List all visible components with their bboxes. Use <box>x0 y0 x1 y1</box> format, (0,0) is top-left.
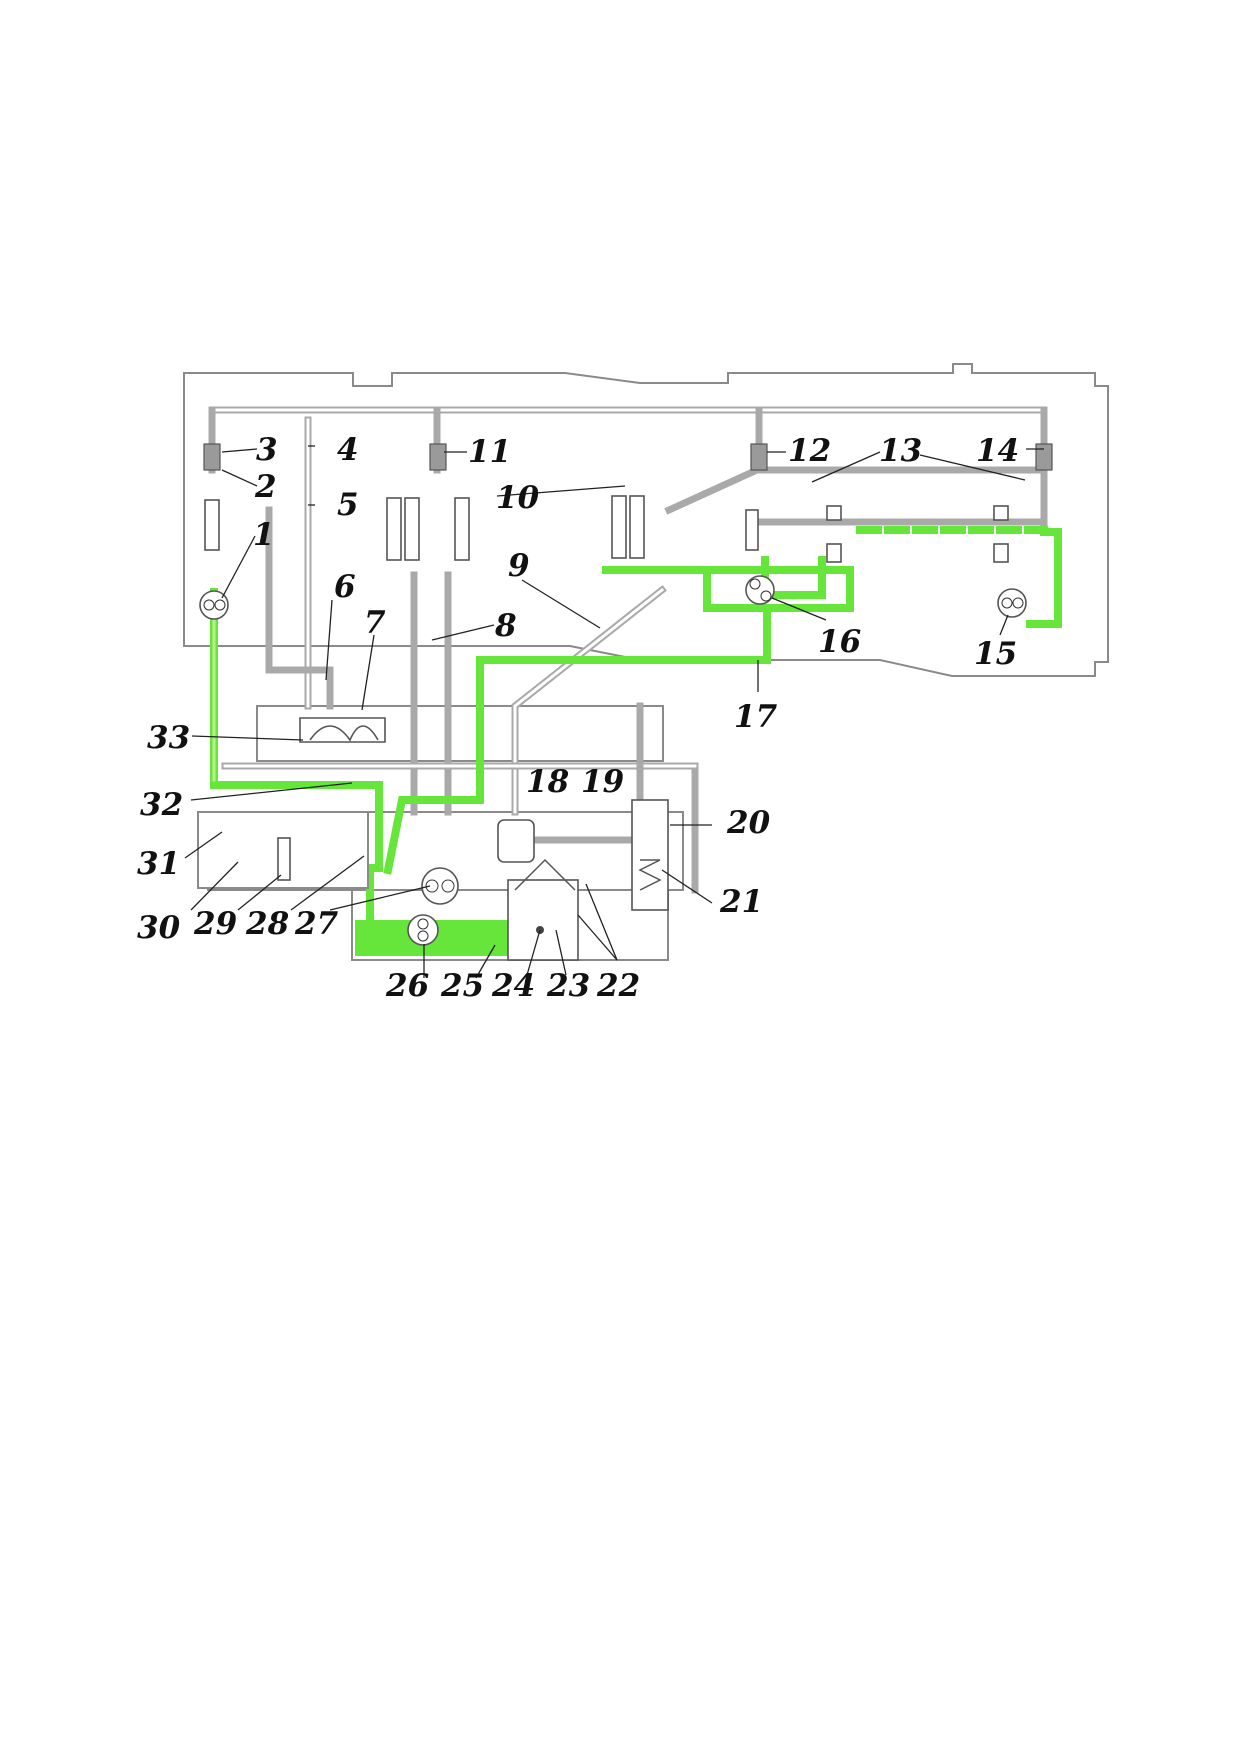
valve-spool <box>299 717 386 743</box>
callout-11: 11 <box>468 434 511 470</box>
relief-valve <box>631 799 669 911</box>
callout-28: 28 <box>245 906 289 942</box>
callout-1: 1 <box>253 517 275 553</box>
gear-pump-icon <box>199 590 229 620</box>
gear-pump-icon <box>745 575 775 605</box>
callout-labels: 1 2 3 4 5 6 7 8 9 10 11 12 13 14 15 16 1… <box>137 432 1019 1004</box>
callout-9: 9 <box>508 548 530 584</box>
callout-4: 4 <box>337 432 359 468</box>
callout-8: 8 <box>494 608 517 644</box>
callout-14: 14 <box>976 433 1019 469</box>
callout-32: 32 <box>140 787 183 823</box>
filter-cartridge-icon <box>429 443 447 471</box>
oil-cooler <box>497 819 535 863</box>
sump-oil-pool-right <box>455 920 513 956</box>
gauge-29 <box>277 837 291 881</box>
callout-2: 2 <box>254 469 277 505</box>
callout-30: 30 <box>137 910 181 946</box>
callout-29: 29 <box>193 906 237 942</box>
callout-27: 27 <box>294 906 339 942</box>
callout-22: 22 <box>596 968 640 1004</box>
callout-26: 26 <box>385 968 429 1004</box>
callout-12: 12 <box>788 433 831 469</box>
callout-7: 7 <box>364 605 386 641</box>
callout-23: 23 <box>546 968 590 1004</box>
gear-pump-icon <box>421 867 459 905</box>
callout-24: 24 <box>491 968 535 1004</box>
callout-17: 17 <box>734 699 778 735</box>
callout-6: 6 <box>334 569 356 605</box>
callout-5: 5 <box>337 487 359 523</box>
callout-31: 31 <box>137 846 180 882</box>
callout-18: 18 <box>526 764 569 800</box>
filter-housing <box>507 879 579 961</box>
gear-set-middle <box>611 495 759 559</box>
callout-15: 15 <box>974 636 1017 672</box>
gear-set-left <box>204 497 470 561</box>
leader-lines <box>184 445 1044 979</box>
callout-3: 3 <box>256 432 278 468</box>
gear-set-right <box>826 505 1009 563</box>
callout-25: 25 <box>440 968 484 1004</box>
callout-20: 20 <box>726 805 771 841</box>
gear-pump-icon <box>407 914 439 946</box>
filter-cartridge-icon <box>1035 443 1053 471</box>
gray-pipe-network <box>208 406 1048 894</box>
callout-16: 16 <box>818 624 861 660</box>
gear-pump-icon <box>997 588 1027 618</box>
callout-19: 19 <box>581 764 624 800</box>
callout-21: 21 <box>719 884 763 920</box>
callout-10: 10 <box>496 480 540 516</box>
filter-cartridge-icon <box>750 443 768 471</box>
filter-cartridge-icon <box>203 443 221 471</box>
callout-13: 13 <box>879 433 922 469</box>
callout-33: 33 <box>147 720 190 756</box>
